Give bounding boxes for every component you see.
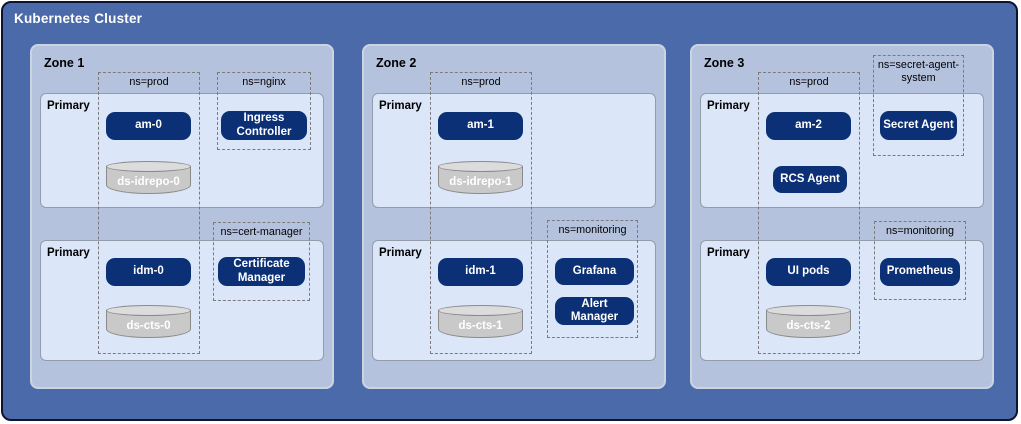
pod-certificate-manager: Certificate Manager (218, 257, 305, 286)
datastore-label: ds-cts-0 (126, 320, 171, 332)
primary-label: Primary (47, 247, 90, 259)
ns-monitoring-label: ns=monitoring (558, 224, 627, 236)
ns-secret-agent-system-label: ns=secret-agent-system (877, 59, 960, 85)
zone-2: Zone 2 Primary Primary ns=prod am-1 ds-i… (362, 44, 666, 389)
pod-am-1: am-1 (438, 112, 523, 140)
datastore-label: ds-cts-1 (458, 320, 503, 332)
primary-label: Primary (379, 247, 422, 259)
datastore-label: ds-idrepo-0 (117, 176, 180, 188)
pod-ingress-controller: Ingress Controller (221, 111, 307, 140)
zone-1: Zone 1 Primary Primary ns=prod am-0 ds-i… (30, 44, 334, 389)
primary-label: Primary (379, 100, 422, 112)
pod-am-2: am-2 (766, 112, 851, 140)
datastore-ds-cts-0: ds-cts-0 (106, 305, 191, 338)
ns-prod-label: ns=prod (129, 76, 169, 88)
pod-ui-pods: UI pods (766, 258, 851, 286)
ns-prod-boundary: ns=prod (98, 72, 200, 354)
ns-monitoring-boundary: ns=monitoring (547, 220, 638, 338)
pod-idm-0: idm-0 (106, 258, 191, 286)
ns-monitoring-label: ns=monitoring (885, 225, 955, 237)
ns-prod-label: ns=prod (461, 76, 501, 88)
ns-cert-manager-label: ns=cert-manager (220, 226, 303, 238)
ns-nginx-boundary: ns=nginx (217, 72, 311, 150)
cylinder-top (106, 305, 191, 316)
cylinder-top (438, 305, 523, 316)
ns-prod-boundary: ns=prod (430, 72, 532, 354)
ns-monitoring-boundary: ns=monitoring (874, 221, 966, 300)
datastore-ds-cts-1: ds-cts-1 (438, 305, 523, 338)
datastore-label: ds-idrepo-1 (449, 176, 512, 188)
pod-grafana: Grafana (555, 258, 634, 285)
cylinder-top (438, 161, 523, 172)
pod-secret-agent: Secret Agent (880, 111, 957, 140)
pod-prometheus: Prometheus (880, 258, 960, 286)
zone-3-label: Zone 3 (704, 56, 745, 70)
zone-1-label: Zone 1 (44, 56, 85, 70)
pod-am-0: am-0 (106, 112, 191, 140)
diagram-title: Kubernetes Cluster (14, 11, 143, 26)
ns-cert-manager-boundary: ns=cert-manager (213, 222, 310, 301)
ns-prod-label: ns=prod (789, 76, 829, 88)
zone-2-label: Zone 2 (376, 56, 417, 70)
pod-idm-1: idm-1 (438, 258, 523, 286)
pod-rcs-agent: RCS Agent (773, 166, 847, 193)
primary-label: Primary (707, 247, 750, 259)
datastore-ds-cts-2: ds-cts-2 (766, 305, 851, 338)
zone-3: Zone 3 Primary Primary ns=prod am-2 RCS … (690, 44, 994, 389)
cylinder-top (106, 161, 191, 172)
primary-label: Primary (707, 100, 750, 112)
ns-prod-boundary: ns=prod (758, 72, 860, 354)
primary-label: Primary (47, 100, 90, 112)
datastore-label: ds-cts-2 (786, 320, 831, 332)
datastore-ds-idrepo-1: ds-idrepo-1 (438, 161, 523, 194)
cylinder-top (766, 305, 851, 316)
datastore-ds-idrepo-0: ds-idrepo-0 (106, 161, 191, 194)
ns-nginx-label: ns=nginx (242, 76, 286, 88)
pod-alert-manager: Alert Manager (555, 297, 634, 325)
ns-secret-agent-system-boundary: ns=secret-agent-system (873, 55, 964, 156)
